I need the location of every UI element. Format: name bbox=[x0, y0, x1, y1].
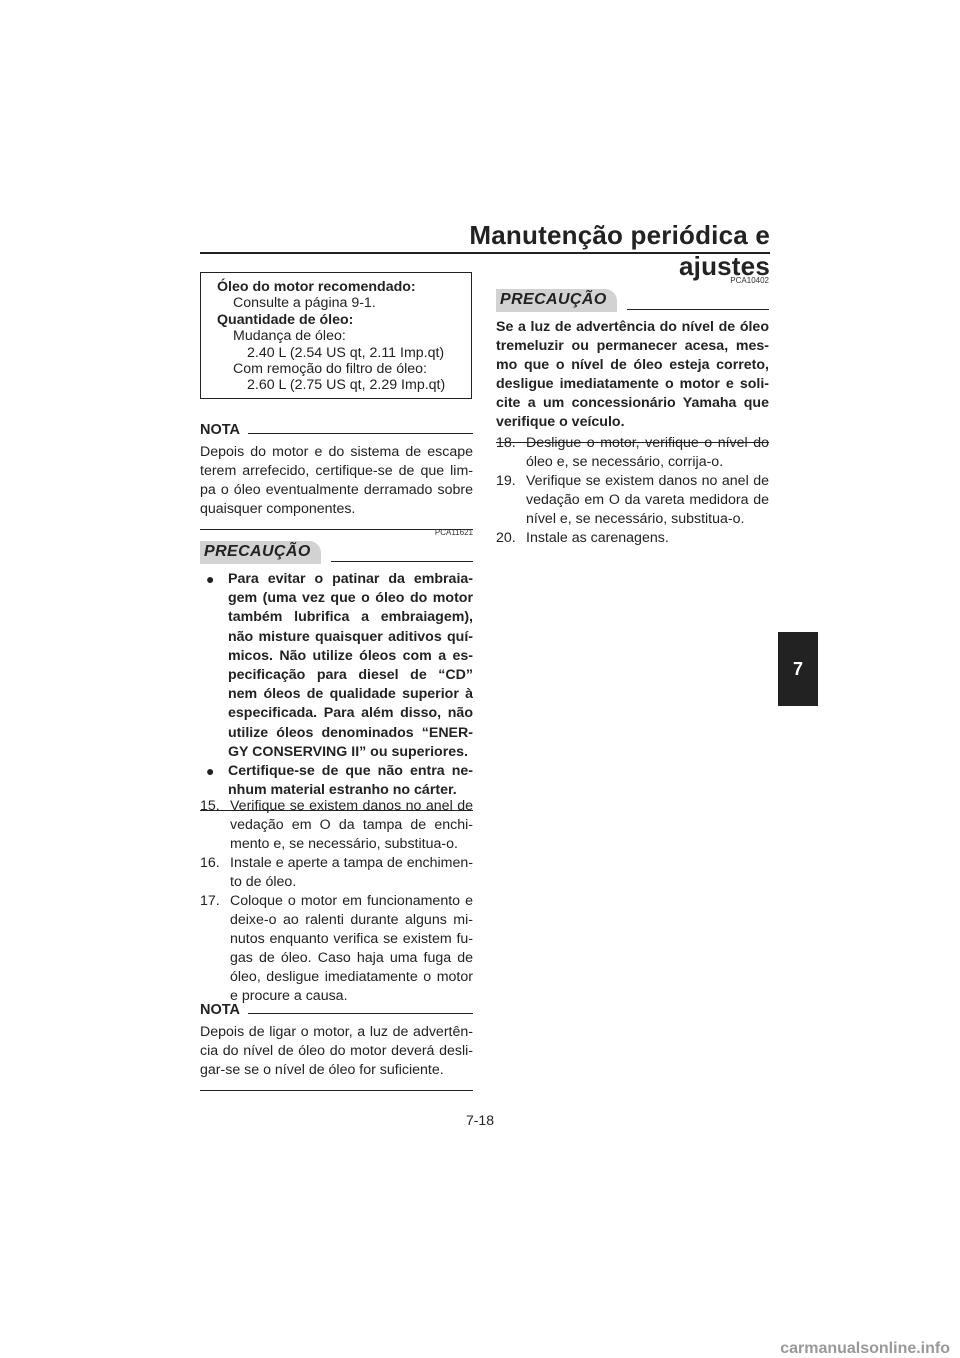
caution-bullet-text: Para evitar o patinar da embraia-gem (um… bbox=[228, 571, 473, 760]
steps-list-left: 15. Verifique se existem danos no anel de… bbox=[200, 797, 473, 1006]
note-label: NOTA bbox=[200, 1001, 241, 1018]
watermark: carmanualsonline.info bbox=[780, 1340, 950, 1357]
note-text: Depois do motor e do sistema de escape t… bbox=[200, 444, 473, 517]
step-text: Instale e aperte a tampa de enchimen-to … bbox=[230, 855, 473, 890]
spec-filter-label: Com remoção do filtro de óleo: bbox=[233, 361, 427, 378]
bullet-icon: ● bbox=[206, 571, 215, 587]
caution-block-2: PCA10402 PRECAUÇÃO Se a luz de advertênc… bbox=[496, 276, 769, 443]
note-text: Depois de ligar o motor, a luz de advert… bbox=[200, 1024, 473, 1078]
spec-oil-label: Óleo do motor recomendado: bbox=[217, 279, 416, 295]
step-number: 18. bbox=[496, 435, 516, 451]
page-number: 7-18 bbox=[465, 1112, 495, 1128]
step-text: Verifique se existem danos no anel de ve… bbox=[526, 473, 769, 527]
divider bbox=[248, 432, 473, 434]
spec-oil-value: Consulte a página 9-1. bbox=[233, 295, 376, 312]
caution-bullet: ● Para evitar o patinar da embraia-gem (u… bbox=[200, 570, 473, 762]
divider bbox=[200, 810, 473, 812]
spec-change-label: Mudança de óleo: bbox=[233, 328, 346, 345]
step-text: Desligue o motor, verifique o nível do ó… bbox=[526, 435, 769, 470]
caution-text: Se a luz de advertência do nível de óleo… bbox=[496, 319, 769, 430]
step-item: 17. Coloque o motor em funcionamento e de… bbox=[200, 892, 473, 1006]
note-label: NOTA bbox=[200, 421, 241, 438]
divider bbox=[330, 561, 473, 562]
caution-code: PCA11621 bbox=[434, 528, 473, 537]
step-number: 17. bbox=[200, 893, 220, 909]
step-text: Verifique se existem danos no anel de ve… bbox=[230, 798, 473, 852]
title-rule bbox=[200, 252, 770, 254]
step-item: 16. Instale e aperte a tampa de enchimen-… bbox=[200, 854, 473, 892]
step-number: 16. bbox=[200, 855, 220, 871]
spec-filter-value: 2.60 L (2.75 US qt, 2.29 Imp.qt) bbox=[247, 377, 446, 394]
note-block-2: NOTA Depois de ligar o motor, a luz de a… bbox=[200, 1000, 473, 1091]
spec-change-value: 2.40 L (2.54 US qt, 2.11 Imp.qt) bbox=[247, 344, 445, 361]
divider bbox=[248, 1012, 473, 1014]
divider bbox=[200, 529, 473, 530]
steps-list-right: 18. Desligue o motor, verifique o nível d… bbox=[496, 434, 769, 548]
divider bbox=[496, 442, 769, 443]
step-number: 15. bbox=[200, 798, 220, 814]
divider bbox=[200, 1090, 473, 1091]
step-text: Instale as carenagens. bbox=[526, 530, 669, 546]
step-item: 19. Verifique se existem danos no anel de… bbox=[496, 472, 769, 529]
step-text: Coloque o motor em funcionamento e deixe… bbox=[230, 893, 473, 1004]
step-number: 20. bbox=[496, 530, 516, 546]
step-item: 20. Instale as carenagens. bbox=[496, 529, 769, 548]
chapter-tab[interactable]: 7 bbox=[778, 632, 818, 706]
caution-label: PRECAUÇÃO bbox=[496, 289, 617, 312]
caution-block-1: PCA11621 PRECAUÇÃO ● Para evitar o patina… bbox=[200, 528, 473, 812]
caution-code: PCA10402 bbox=[730, 276, 769, 285]
page-title: Manutenção periódica e ajustes bbox=[469, 220, 770, 281]
caution-bullet-text: Certifique-se de que não entra ne-nhum m… bbox=[228, 763, 473, 799]
step-item: 15. Verifique se existem danos no anel de… bbox=[200, 797, 473, 854]
divider bbox=[626, 309, 769, 310]
oil-spec-box: Óleo do motor recomendado: Consulte a pá… bbox=[200, 272, 472, 399]
bullet-icon: ● bbox=[206, 763, 215, 780]
caution-label: PRECAUÇÃO bbox=[200, 541, 321, 564]
caution-bullet: ● Certifique-se de que não entra ne-nhum … bbox=[200, 762, 473, 800]
step-number: 19. bbox=[496, 473, 516, 489]
spec-qty-label: Quantidade de óleo: bbox=[217, 311, 354, 328]
step-item: 18. Desligue o motor, verifique o nível d… bbox=[496, 434, 769, 472]
note-block-1: NOTA Depois do motor e do sistema de esc… bbox=[200, 420, 473, 530]
